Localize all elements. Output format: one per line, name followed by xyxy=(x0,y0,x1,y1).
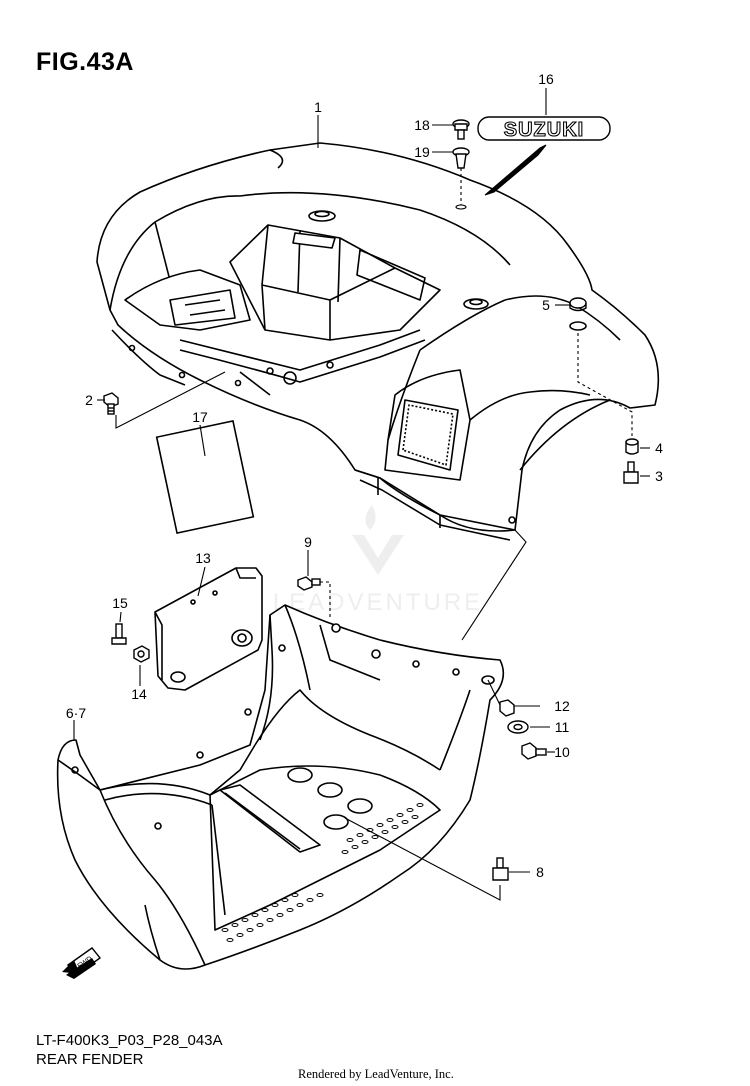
bolt-part-2 xyxy=(103,392,119,415)
callout-4: 4 xyxy=(655,440,663,456)
rear-fender-part-1 xyxy=(96,142,660,541)
callout-18: 18 xyxy=(414,117,430,133)
diagram-caption: REAR FENDER xyxy=(36,1051,144,1068)
collar-part-4 xyxy=(625,438,639,455)
grommet-part-5 xyxy=(569,297,587,312)
callout-8: 8 xyxy=(536,864,544,880)
suzuki-emblem-part-16: SUZUKI xyxy=(477,116,611,142)
callout-5: 5 xyxy=(542,297,550,313)
leadventure-watermark: LEADVENTURE xyxy=(273,505,483,616)
screw-part-15 xyxy=(111,623,127,645)
callout-10: 10 xyxy=(554,744,570,760)
pad-part-17 xyxy=(155,420,255,534)
fwd-arrow-icon: FWD xyxy=(62,947,102,979)
callout-17: 17 xyxy=(192,409,208,425)
callout-13: 13 xyxy=(195,550,211,566)
bolt-part-3 xyxy=(623,461,639,484)
callout-12: 12 xyxy=(554,698,570,714)
nut-part-14 xyxy=(133,645,150,663)
callout-11: 11 xyxy=(555,719,570,735)
plate-part-13 xyxy=(154,567,263,691)
callout-6-7: 6·7 xyxy=(66,705,86,721)
leader-lines xyxy=(73,88,650,901)
bolt-part-10 xyxy=(521,742,547,760)
rendered-by-credit: Rendered by LeadVenture, Inc. xyxy=(298,1067,454,1081)
emblem-text: SUZUKI xyxy=(504,119,584,141)
diagram-code: LT-F400K3_P03_P28_043A xyxy=(36,1032,223,1049)
callout-labels: 1 2 3 4 5 6·7 8 9 10 11 12 13 14 15 16 1… xyxy=(66,71,663,880)
grommet-part-19 xyxy=(452,147,470,169)
screw-part-18 xyxy=(452,119,470,140)
figure-title: FIG.43A xyxy=(36,48,134,76)
callout-19: 19 xyxy=(414,144,430,160)
callout-15: 15 xyxy=(112,595,128,611)
lower-fender-part-6-7 xyxy=(56,604,505,970)
callout-9: 9 xyxy=(304,534,312,550)
nut-part-12 xyxy=(499,699,515,717)
clip-part-9 xyxy=(297,576,321,591)
callout-1: 1 xyxy=(314,99,322,115)
callout-3: 3 xyxy=(655,468,663,484)
callout-16: 16 xyxy=(538,71,554,87)
watermark-text: LEADVENTURE xyxy=(273,589,483,616)
bolt-part-8 xyxy=(492,857,509,881)
washer-part-11 xyxy=(507,720,529,734)
callout-2: 2 xyxy=(85,392,93,408)
callout-14: 14 xyxy=(131,686,147,702)
